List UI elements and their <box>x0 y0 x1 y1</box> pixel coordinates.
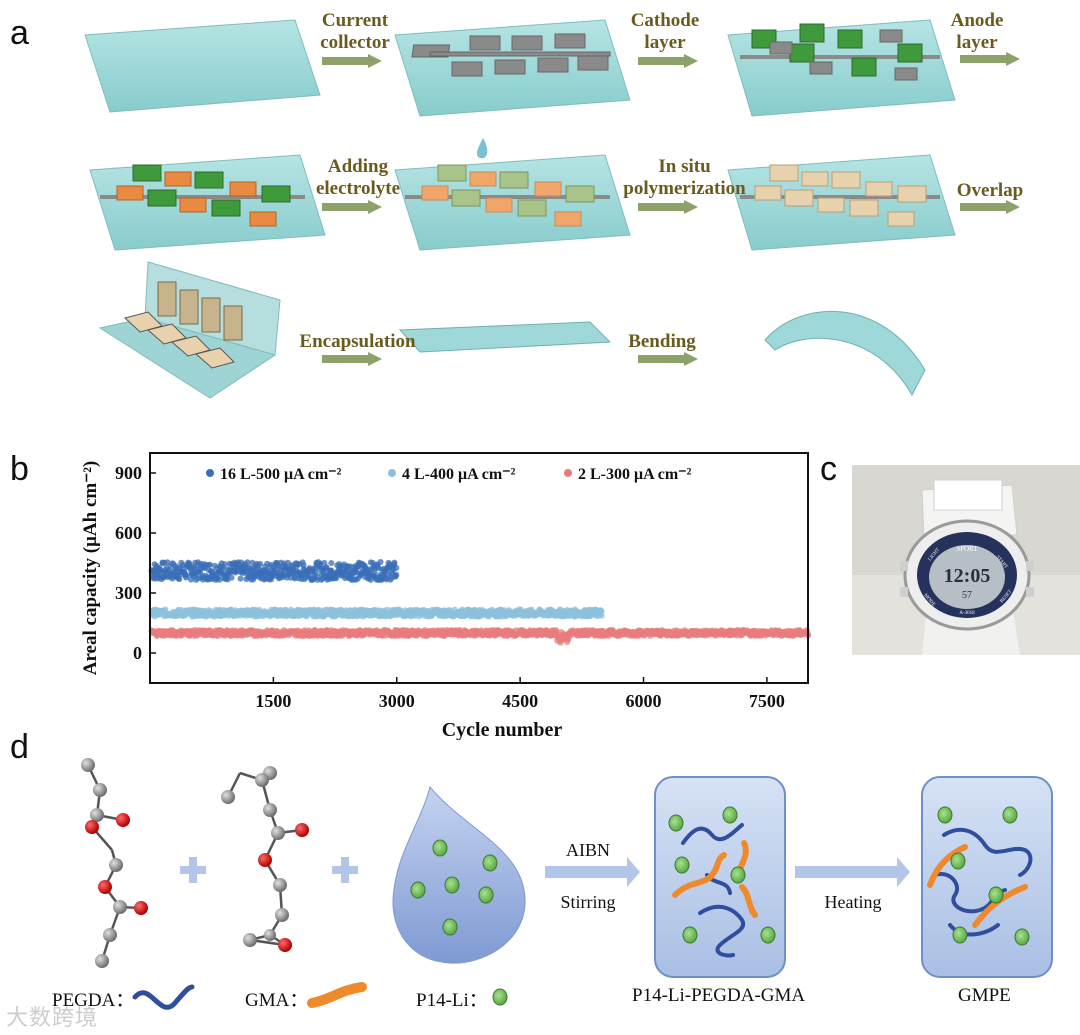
data-point <box>312 569 319 576</box>
legend-label: 4 L-400 μA cm⁻² <box>402 466 516 483</box>
data-point <box>328 560 335 566</box>
watch-brand: SPORT <box>956 545 978 553</box>
legend-label-pegda: PEGDA： <box>52 990 135 1011</box>
data-point <box>216 576 223 583</box>
y-tick-label: 300 <box>115 583 142 603</box>
panel-label-c: c <box>820 450 837 488</box>
gmpe-container <box>921 776 1053 978</box>
panel-label-b: b <box>10 450 29 488</box>
label-gmpe: GMPE <box>958 985 1011 1006</box>
anode-layer-plate <box>89 154 326 251</box>
data-point <box>244 559 251 566</box>
series-1 <box>148 559 400 583</box>
data-point <box>553 627 560 634</box>
legend-label: 16 L-500 μA cm⁻² <box>220 466 342 483</box>
data-point <box>393 571 400 578</box>
pegda-molecule <box>81 758 148 968</box>
x-tick-label: 4500 <box>502 691 538 711</box>
heating-arrow <box>795 857 910 887</box>
y-tick-label: 600 <box>115 523 142 543</box>
watch-time: 12:05 <box>944 565 991 587</box>
y-tick-label: 0 <box>133 643 142 663</box>
data-point <box>206 561 213 568</box>
stirring-arrow <box>545 857 640 887</box>
plus-sign-1 <box>180 857 206 883</box>
smart-watch-photo: SPORT 12:05 57 A-3018 LIGHT START MODE R… <box>852 465 1080 655</box>
legend-marker <box>564 469 572 477</box>
encapsulated-strip <box>398 317 612 353</box>
arrow-bending <box>638 352 698 366</box>
plus-sign-2 <box>332 857 358 883</box>
p14-legend-glyph <box>492 988 508 1006</box>
data-point <box>184 572 191 579</box>
watch-seconds: 57 <box>962 590 972 601</box>
step-label-overlap: Overlap <box>956 180 1024 201</box>
fabrication-illustration <box>84 19 956 399</box>
data-point <box>377 559 384 565</box>
data-point <box>598 612 605 619</box>
x-axis-label: Cycle number <box>442 719 563 740</box>
data-point <box>598 608 605 615</box>
x-tick-label: 1500 <box>255 691 291 711</box>
x-tick-label: 3000 <box>379 691 415 711</box>
legend-label-p14-li: P14-Li： <box>416 990 488 1011</box>
gmpe-synthesis-schematic: AIBN Stirring Heating <box>81 758 1053 1010</box>
arrow-in-situ-polymerization <box>638 200 698 214</box>
legend-label-gma: GMA： <box>245 990 309 1011</box>
legend-marker <box>206 469 214 477</box>
cycling-chart: 1500 3000 4500 6000 7500 0 300 600 900 Cycle num… <box>80 452 811 740</box>
data-point <box>176 576 183 583</box>
watermark-text: 大数跨境 <box>6 1005 99 1030</box>
arrow-label-aibn: AIBN <box>566 840 610 860</box>
arrow-label-heating: Heating <box>825 892 882 912</box>
bent-device <box>764 310 926 397</box>
data-point <box>257 560 264 567</box>
arrow-cathode-layer <box>638 54 698 68</box>
step-label-bending: Bending <box>628 331 696 352</box>
data-point <box>371 569 378 576</box>
series-2 <box>148 606 605 620</box>
data-point <box>221 561 228 568</box>
watch-model: A-3018 <box>959 611 975 616</box>
y-tick-label: 900 <box>115 463 142 483</box>
data-point <box>228 574 235 581</box>
electrolyte-plate <box>394 138 631 251</box>
legend-marker <box>388 469 396 477</box>
panel-label-d: d <box>10 728 29 766</box>
data-point <box>237 575 244 582</box>
arrow-adding-electrolyte <box>322 200 382 214</box>
overlap-folded-device <box>98 261 281 399</box>
step-label-encapsulation: Encapsulation <box>299 331 416 352</box>
pegda-legend-glyph <box>132 984 195 1010</box>
series-3 <box>148 627 811 646</box>
legend-label: 2 L-300 μA cm⁻² <box>578 466 692 483</box>
plot-frame <box>149 452 809 684</box>
arrow-current-collector <box>322 54 382 68</box>
current-collector-plate <box>394 19 631 117</box>
arrow-label-stirring: Stirring <box>560 892 615 912</box>
cathode-layer-plate <box>727 19 956 117</box>
mixture-container <box>654 776 786 978</box>
gma-molecule <box>221 766 309 952</box>
panel-label-a: a <box>10 14 29 52</box>
battery-strip <box>933 479 1003 511</box>
substrate-plate <box>84 19 321 113</box>
y-axis-label: Areal capacity (μAh cm⁻²) <box>80 461 101 676</box>
p14-li-droplet <box>392 785 526 964</box>
arrow-encapsulation <box>322 352 382 366</box>
label-p14-li-pegda-gma: P14-Li-PEGDA-GMA <box>632 985 806 1006</box>
data-point <box>393 564 400 571</box>
x-tick-label: 6000 <box>626 691 662 711</box>
gma-legend-glyph <box>307 982 367 1008</box>
x-tick-label: 7500 <box>749 691 785 711</box>
polymerized-plate <box>727 154 956 251</box>
arrow-anode-layer <box>960 52 1020 66</box>
arrow-overlap <box>960 200 1020 214</box>
